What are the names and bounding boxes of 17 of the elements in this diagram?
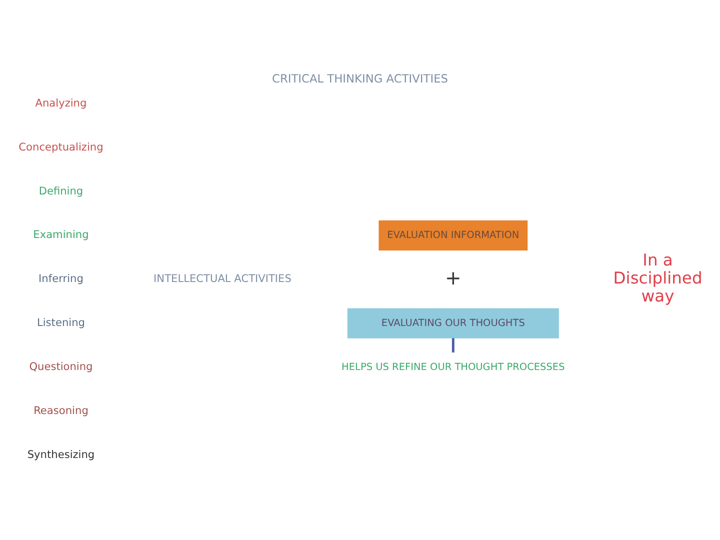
- label: In a Disciplined way: [613, 250, 702, 306]
- label: INTELLECTUAL ACTIVITIES: [154, 273, 292, 286]
- label: +: [444, 266, 462, 290]
- label: Questioning: [29, 360, 93, 373]
- node-box: EVALUATION INFORMATION: [378, 220, 528, 250]
- label: Conceptualizing: [18, 141, 104, 154]
- node-text: HELPS US REFINE OUR THOUGHT PROCESSES: [342, 362, 565, 373]
- label: Reasoning: [34, 404, 88, 417]
- label: Listening: [36, 317, 85, 330]
- diagram-title: CRITICAL THINKING ACTIVITIES: [272, 72, 448, 86]
- label: Examining: [33, 229, 89, 242]
- label: Synthesizing: [27, 448, 95, 461]
- node-box: EVALUATING OUR THOUGHTS: [347, 308, 559, 338]
- connector: [452, 338, 454, 352]
- label: Defining: [38, 185, 84, 198]
- label: Inferring: [38, 273, 84, 286]
- label: Analyzing: [35, 97, 87, 110]
